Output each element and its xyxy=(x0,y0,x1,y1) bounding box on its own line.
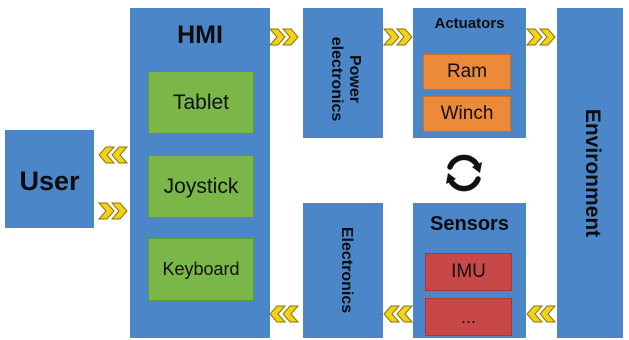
actuator-item-winch: Winch xyxy=(423,96,511,132)
environment-label: Environment xyxy=(581,108,604,238)
hmi-item-joystick: Joystick xyxy=(148,155,254,218)
hmi-title: HMI xyxy=(177,21,223,49)
environment-block xyxy=(557,8,623,338)
arrow-hmi-to-user xyxy=(98,146,128,164)
arrow-electronics-to-hmi xyxy=(269,305,299,323)
arrow-user-to-hmi xyxy=(98,202,128,220)
actuators-title: Actuators xyxy=(434,15,505,32)
arrow-hmi-to-power-electronics xyxy=(269,28,299,46)
hmi-item-label: Tablet xyxy=(172,90,230,114)
electronics-label: Electronics xyxy=(338,226,355,314)
power-electronics-block xyxy=(303,8,383,138)
sensor-item-label: IMU xyxy=(451,261,486,282)
actuator-item-label: Ram xyxy=(446,61,488,82)
actuator-item-ram: Ram xyxy=(423,54,511,90)
sensor-item-more: ... xyxy=(425,298,512,336)
arrow-actuators-to-environment xyxy=(526,28,556,46)
power-electronics-label: Power electronics xyxy=(327,36,363,122)
arrow-environment-to-sensors xyxy=(526,305,556,323)
sensor-item-label: ... xyxy=(460,306,476,327)
user-block xyxy=(5,130,94,228)
sensors-title: Sensors xyxy=(430,213,509,235)
arrow-sensors-to-electronics xyxy=(383,305,413,323)
hmi-item-keyboard: Keyboard xyxy=(148,238,254,301)
user-label: User xyxy=(19,166,80,196)
hmi-item-tablet: Tablet xyxy=(148,71,254,134)
hmi-item-label: Joystick xyxy=(163,174,239,198)
arrow-power-electronics-to-actuators xyxy=(383,28,413,46)
hmi-item-label: Keyboard xyxy=(162,259,240,279)
electronics-block xyxy=(303,203,383,338)
cycle-arrows-icon xyxy=(446,154,482,192)
sensor-item-imu: IMU xyxy=(425,253,512,291)
actuator-item-label: Winch xyxy=(440,103,494,124)
